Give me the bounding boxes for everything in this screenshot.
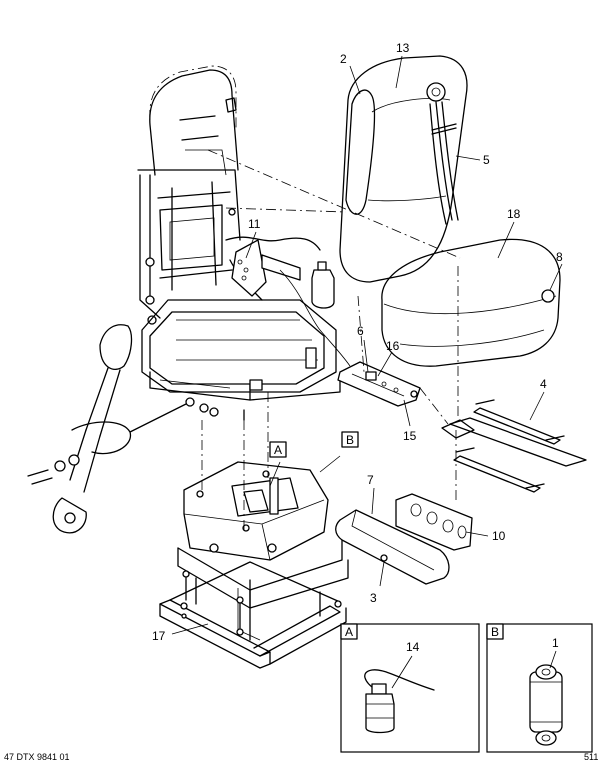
detail-view-b-label: B — [491, 625, 499, 639]
armrest-panel — [395, 493, 473, 551]
callout-11: 11 — [248, 217, 261, 231]
callout-14: 14 — [406, 640, 420, 654]
callout-4: 4 — [540, 377, 547, 391]
callout-17: 17 — [152, 629, 166, 643]
seat-cushion — [381, 238, 561, 367]
seat-belt-arm — [27, 324, 187, 534]
callout-7: 7 — [367, 473, 374, 487]
view-ref-b: B — [341, 431, 359, 448]
callout-13: 13 — [396, 41, 410, 55]
seat-back-frame — [137, 65, 241, 325]
page-number: 511 — [584, 752, 598, 761]
spring-bracket — [441, 399, 587, 493]
detail-view-a: A 14 — [340, 623, 480, 753]
callout-18: 18 — [507, 207, 521, 221]
detail-view-b: B 1 — [486, 623, 593, 753]
seat-base-frame — [141, 299, 341, 421]
shock-absorber-part — [529, 664, 563, 746]
view-ref-b-label: B — [346, 433, 354, 447]
bottle-part — [364, 669, 435, 734]
callout-2: 2 — [340, 52, 347, 66]
callout-6: 6 — [357, 324, 364, 338]
armrest — [335, 509, 450, 585]
callout-numbers: 2 13 5 18 8 11 6 16 15 4 7 10 3 17 — [152, 41, 563, 643]
seat-suspension — [177, 461, 349, 609]
callout-1: 1 — [552, 636, 559, 650]
callout-10: 10 — [492, 529, 506, 543]
cable-assembly — [225, 236, 351, 367]
callout-5: 5 — [483, 153, 490, 167]
callout-3: 3 — [370, 591, 377, 605]
detail-view-a-label: A — [345, 625, 353, 639]
callout-8: 8 — [556, 250, 563, 264]
figure-id: 47 DTX 9841 01 — [4, 752, 70, 761]
callout-15: 15 — [403, 429, 417, 443]
seat-back-cushion — [339, 55, 468, 283]
side-rail — [337, 361, 421, 407]
seat-base-riser — [159, 561, 347, 669]
assembly-lines — [201, 149, 461, 530]
callout-16: 16 — [386, 339, 400, 353]
leader-lines — [171, 55, 563, 635]
view-ref-a-label: A — [274, 443, 282, 457]
view-ref-a: A — [269, 441, 287, 458]
